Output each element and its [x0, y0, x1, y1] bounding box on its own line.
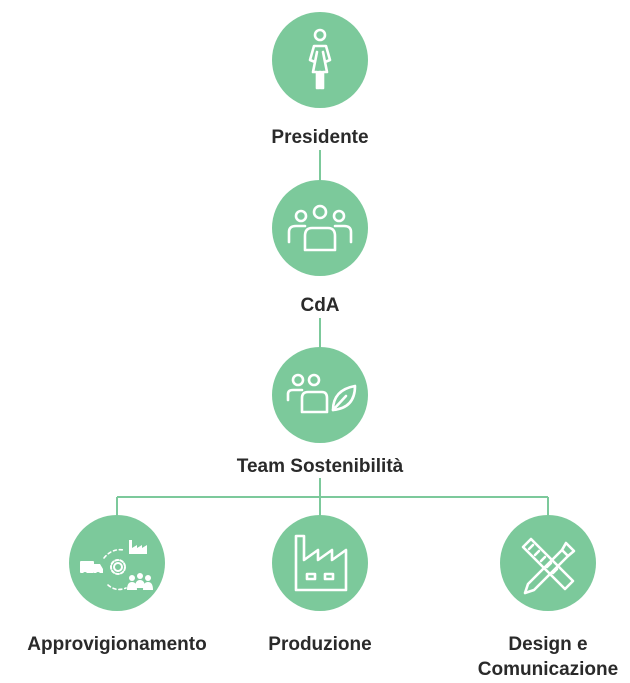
- pencil-ruler-icon: [521, 537, 576, 595]
- node-approvigionamento-label: Approvigionamento: [27, 634, 206, 655]
- connectors: [116, 150, 549, 516]
- node-team-label: Team Sostenibilità: [237, 456, 404, 477]
- node-presidente: Presidente: [271, 12, 369, 148]
- node-cda: CdA: [272, 180, 368, 316]
- node-presidente-circle: [272, 12, 368, 108]
- node-produzione-circle: [272, 515, 368, 611]
- factory-icon: [294, 534, 348, 592]
- node-cda-label: CdA: [300, 295, 339, 316]
- node-design-label-line1: Design e: [508, 634, 587, 655]
- node-design-label-line2: Comunicazione: [478, 659, 618, 680]
- woman-icon: [308, 28, 332, 90]
- node-approvigionamento: Approvigionamento: [27, 515, 207, 655]
- group-icon: [287, 204, 353, 252]
- node-team-circle: [272, 347, 368, 443]
- node-produzione: Produzione: [268, 515, 372, 655]
- team-leaf-icon: [286, 373, 357, 414]
- node-team: Team Sostenibilità: [237, 347, 404, 477]
- node-produzione-label: Produzione: [268, 634, 371, 655]
- node-presidente-label: Presidente: [271, 127, 368, 148]
- supply-chain-icon: [80, 540, 153, 591]
- node-design: Design e Comunicazione: [478, 515, 618, 680]
